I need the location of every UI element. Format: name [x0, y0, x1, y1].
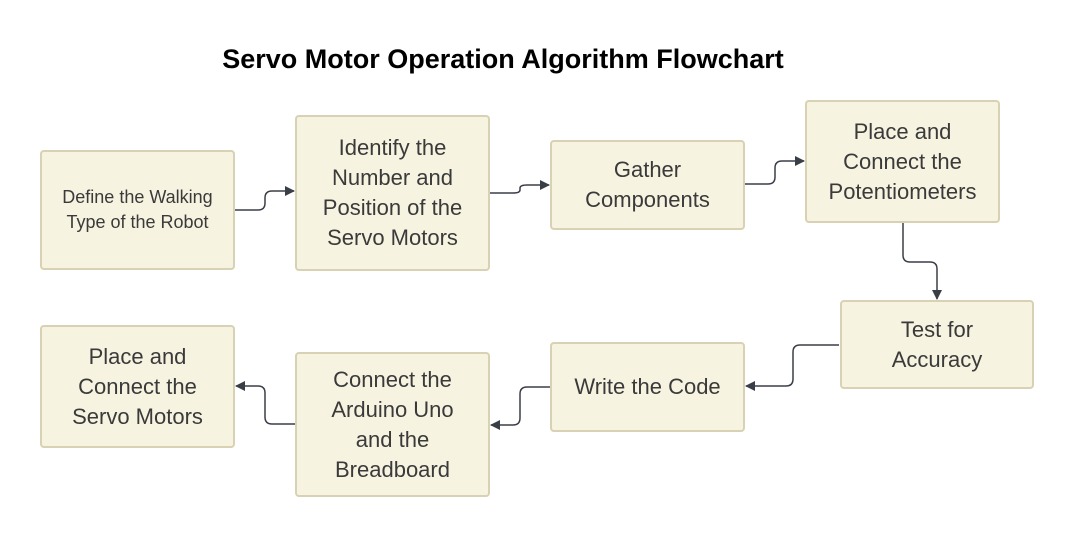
edge-arduino-to-servos — [235, 381, 295, 425]
edge-potentiometers-to-test — [902, 223, 942, 300]
edge-define-to-identify — [235, 186, 295, 211]
node-define-walking-type: Define the Walking Type of the Robot — [40, 150, 235, 270]
node-connect-servo-motors: Place and Connect the Servo Motors — [40, 325, 235, 448]
node-identify-servo-motors: Identify the Number and Position of the … — [295, 115, 490, 271]
edge-identify-to-gather — [490, 180, 550, 194]
node-connect-potentiometers: Place and Connect the Potentiometers — [805, 100, 1000, 223]
node-gather-components: Gather Components — [550, 140, 745, 230]
diagram-title: Servo Motor Operation Algorithm Flowchar… — [222, 44, 784, 74]
node-connect-arduino: Connect the Arduino Uno and the Breadboa… — [295, 352, 490, 497]
edge-code-to-arduino — [490, 386, 550, 430]
node-write-code: Write the Code — [550, 342, 745, 432]
node-test-accuracy: Test for Accuracy — [840, 300, 1034, 389]
edge-test-to-code — [745, 344, 839, 391]
edge-gather-to-potentiometers — [745, 156, 805, 185]
